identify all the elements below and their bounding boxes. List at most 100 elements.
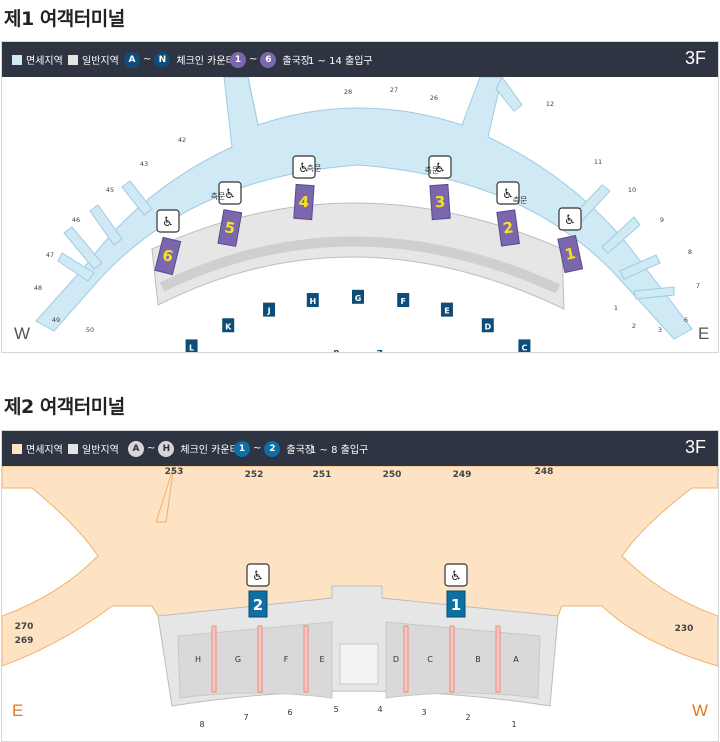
t1-boarding-gate-26: 26 <box>430 94 438 102</box>
svg-text:5: 5 <box>223 218 236 238</box>
t1-boarding-gate-12: 12 <box>546 100 554 108</box>
terminal1-map: 면세지역 일반지역 A ~ N 체크인 카운터 1 ~ 6 출국장 1 ~ 14… <box>1 41 719 353</box>
t1-boarding-gate-45: 45 <box>106 186 114 194</box>
t2-entrance-5[interactable]: 5 <box>333 705 338 714</box>
t2-entrance-4[interactable]: 4 <box>377 705 382 714</box>
t1-checkin-counter-L[interactable]: L <box>185 339 198 352</box>
t2-checkin-counter-F[interactable]: F <box>284 655 289 664</box>
legend-duty-free: 면세지역 <box>12 431 63 466</box>
svg-text:K: K <box>225 322 232 331</box>
t2-boarding-gate-251: 251 <box>313 470 332 480</box>
t2-entrance-3[interactable]: 3 <box>421 708 426 717</box>
t1-boarding-gate-9: 9 <box>660 216 664 224</box>
t1-wheelchair-icon-6: ♿ <box>156 209 180 233</box>
svg-text:♿: ♿ <box>252 569 264 584</box>
t2-wheelchair-icon-2: ♿ <box>246 563 270 587</box>
t1-boarding-gate-48: 48 <box>34 284 42 292</box>
east-label: E <box>12 701 23 720</box>
t1-checkin-counter-E[interactable]: E <box>440 302 453 317</box>
t2-entrance-6[interactable]: 6 <box>287 708 292 717</box>
t1-boarding-gate-7: 7 <box>696 282 700 290</box>
t1-boarding-gate-10: 10 <box>628 186 636 194</box>
t1-boarding-gate-28: 28 <box>344 88 352 96</box>
t1-boarding-gate-46: 46 <box>72 216 80 224</box>
svg-text:♿: ♿ <box>564 213 576 228</box>
legend-general: 일반지역 <box>68 431 119 466</box>
t2-entrance-1[interactable]: 1 <box>511 720 516 729</box>
t1-departure-4[interactable]: 4 <box>293 183 315 221</box>
t1-departure-5[interactable]: 5 <box>217 209 243 247</box>
t1-boarding-gate-50: 50 <box>86 326 94 334</box>
t2-checkin-counter-D[interactable]: D <box>393 655 399 664</box>
t2-departure-1[interactable]: 1 <box>446 590 466 618</box>
svg-text:C: C <box>521 343 527 352</box>
t1-boarding-gate-3: 3 <box>658 326 662 334</box>
t1-boarding-gate-11: 11 <box>594 158 602 166</box>
t1-checkin-counter-F[interactable]: F <box>397 293 410 308</box>
terminal1-title: 제1 여객터미널 <box>4 8 125 30</box>
t2-counter-rail <box>449 625 455 693</box>
t2-boarding-gate-248: 248 <box>535 467 554 477</box>
floor-label: 3F <box>684 48 706 68</box>
legend-general: 일반지역 <box>68 42 119 77</box>
svg-text:3: 3 <box>434 193 446 212</box>
t1-boarding-gate-6: 6 <box>684 316 688 324</box>
t2-checkin-counter-C[interactable]: C <box>427 655 433 664</box>
t1-departure-2[interactable]: 2 <box>496 209 520 247</box>
svg-text:1: 1 <box>563 244 577 264</box>
t2-counter-rail <box>303 625 309 693</box>
svg-text:2: 2 <box>253 596 263 614</box>
t1-checkin-counter-J[interactable]: J <box>263 302 276 317</box>
t2-checkin-counter-H[interactable]: H <box>195 655 201 664</box>
t1-checkin-counter-C[interactable]: C <box>518 339 531 352</box>
t2-entrance-2[interactable]: 2 <box>465 713 470 722</box>
t2-entrance-8[interactable]: 8 <box>199 720 204 729</box>
t1-wheelchair-icon-1: ♿ <box>558 207 582 231</box>
floor-label: 3F <box>684 437 706 457</box>
t1-entrance-7[interactable]: 7 <box>377 350 383 352</box>
t1-side-door-label: 측문 <box>211 192 226 201</box>
t1-entrance-8[interactable]: 8 <box>333 350 339 352</box>
east-label: E <box>698 324 709 343</box>
svg-text:E: E <box>444 307 449 316</box>
t2-departure-2[interactable]: 2 <box>248 590 268 618</box>
t1-wheelchair-icon-2: ♿ <box>496 181 520 205</box>
t2-checkin-counter-B[interactable]: B <box>475 655 481 664</box>
svg-text:2: 2 <box>502 218 515 237</box>
t2-boarding-gate-250: 250 <box>383 470 402 480</box>
t1-checkin-counter-G[interactable]: G <box>352 289 364 304</box>
svg-text:♿: ♿ <box>502 187 514 202</box>
t1-departure-3[interactable]: 3 <box>429 183 451 221</box>
svg-text:♿: ♿ <box>224 187 236 202</box>
t1-boarding-gate-49: 49 <box>52 316 60 324</box>
legend-checkin: A ~ N 체크인 카운터 <box>124 42 235 77</box>
svg-text:H: H <box>309 297 316 306</box>
svg-text:F: F <box>400 297 405 306</box>
t1-checkin-counter-D[interactable]: D <box>481 318 494 333</box>
t2-boarding-gate-252: 252 <box>245 470 264 480</box>
t1-side-door-label: 측문 <box>513 196 528 205</box>
west-label: W <box>692 701 708 720</box>
t1-checkin-counter-H[interactable]: H <box>306 293 319 308</box>
t1-departure-6[interactable]: 6 <box>154 236 182 276</box>
t1-checkin-counter-K[interactable]: K <box>222 318 235 333</box>
t1-departure-1[interactable]: 1 <box>557 234 584 274</box>
t2-counter-rail <box>495 625 501 693</box>
t1-boarding-gate-1: 1 <box>614 304 618 312</box>
t2-checkin-counter-G[interactable]: G <box>235 655 241 664</box>
t2-wheelchair-icon-1: ♿ <box>444 563 468 587</box>
svg-text:6: 6 <box>161 246 175 266</box>
t1-landside-area <box>151 202 565 310</box>
t1-boarding-gate-27: 27 <box>390 86 398 94</box>
legend-entrances: 1 ~ 8 출입구 <box>310 445 369 456</box>
t2-checkin-counter-E[interactable]: E <box>319 655 324 664</box>
t1-side-door-label: 측문 <box>307 164 322 173</box>
t1-boarding-gate-43: 43 <box>140 160 148 168</box>
t2-entrance-7[interactable]: 7 <box>243 713 248 722</box>
legend-entrances: 1 ~ 14 출입구 <box>308 56 373 67</box>
svg-text:L: L <box>189 343 194 352</box>
t2-counter-rail <box>211 625 217 693</box>
terminal1-floorplan: 1♿2♿3♿4♿5♿6♿측문측문측문측문ABCDEFGHJKLMN1234567… <box>14 77 709 352</box>
t2-checkin-counter-A[interactable]: A <box>513 655 519 664</box>
